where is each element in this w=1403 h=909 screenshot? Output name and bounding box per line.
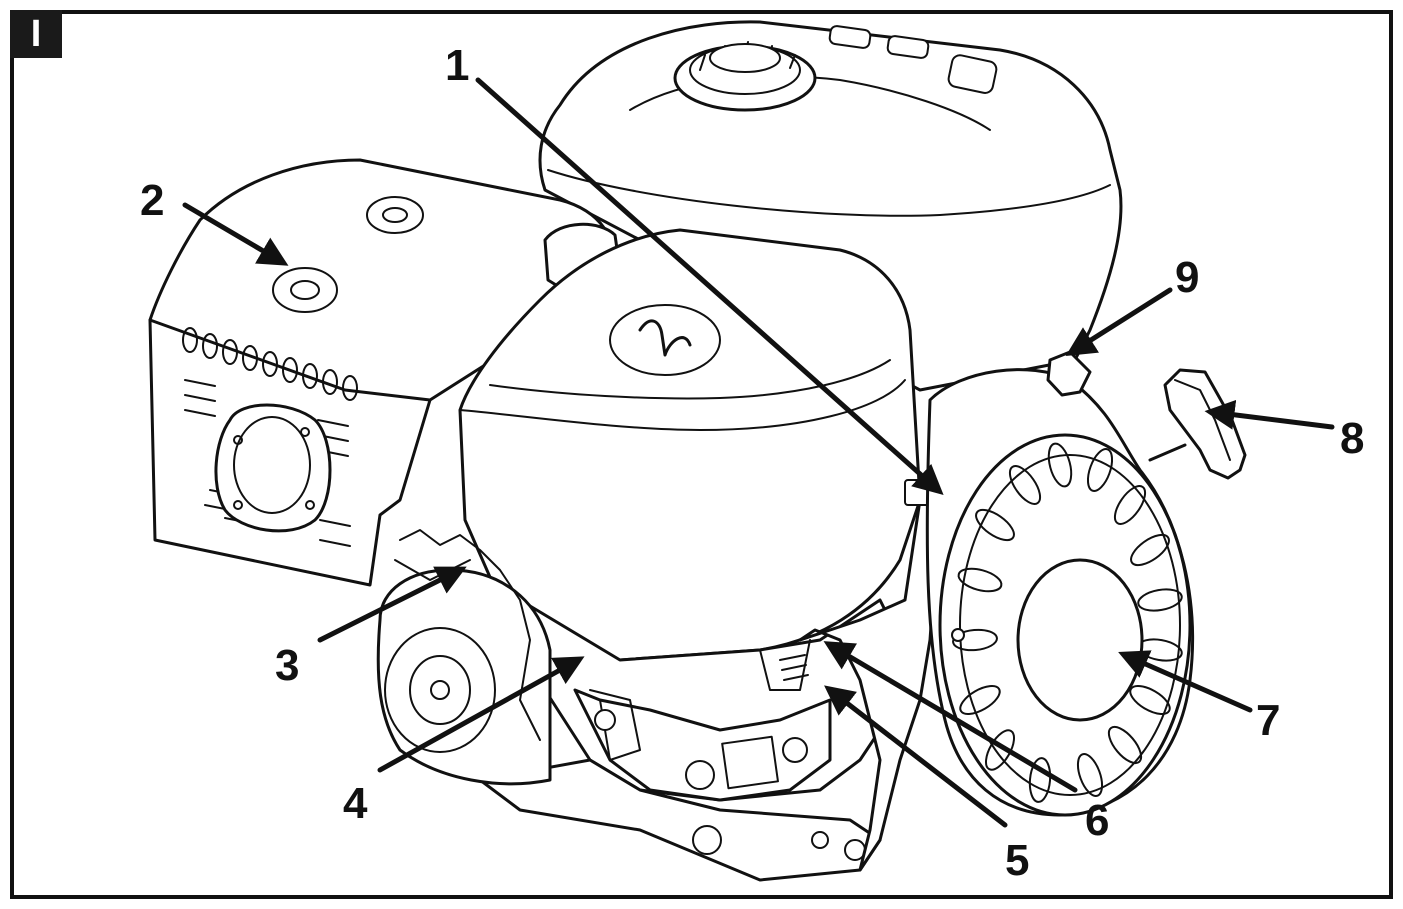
recoil-starter [925, 368, 1195, 817]
leader-1 [475, 77, 944, 495]
callout-numbers: 1 2 3 4 5 6 7 8 9 [140, 41, 1364, 885]
figure-frame [10, 10, 1393, 899]
callout-9: 9 [1175, 253, 1199, 302]
callout-5: 5 [1005, 836, 1029, 885]
starter-handle [1148, 368, 1247, 480]
fuel-valve [1046, 350, 1092, 397]
callout-8: 8 [1340, 414, 1364, 463]
callout-leaders [182, 77, 1335, 828]
leader-8 [1204, 399, 1335, 430]
engine-illustration [148, 20, 1247, 882]
leader-6 [823, 641, 1078, 793]
callout-6: 6 [1085, 796, 1109, 845]
leader-4 [377, 656, 585, 773]
leader-9 [1065, 287, 1173, 357]
cylinder-cover [458, 228, 922, 662]
callout-4: 4 [343, 779, 368, 828]
callout-3: 3 [275, 641, 299, 690]
callout-7: 7 [1256, 696, 1280, 745]
leader-7 [1118, 650, 1253, 713]
crankcase [478, 598, 902, 882]
leader-2 [182, 202, 289, 266]
fuel-tank [538, 20, 1123, 392]
leader-3 [317, 566, 467, 643]
figure-badge: I [10, 10, 62, 58]
callout-2: 2 [140, 176, 164, 225]
leader-5 [824, 685, 1008, 828]
callout-1: 1 [445, 41, 469, 90]
